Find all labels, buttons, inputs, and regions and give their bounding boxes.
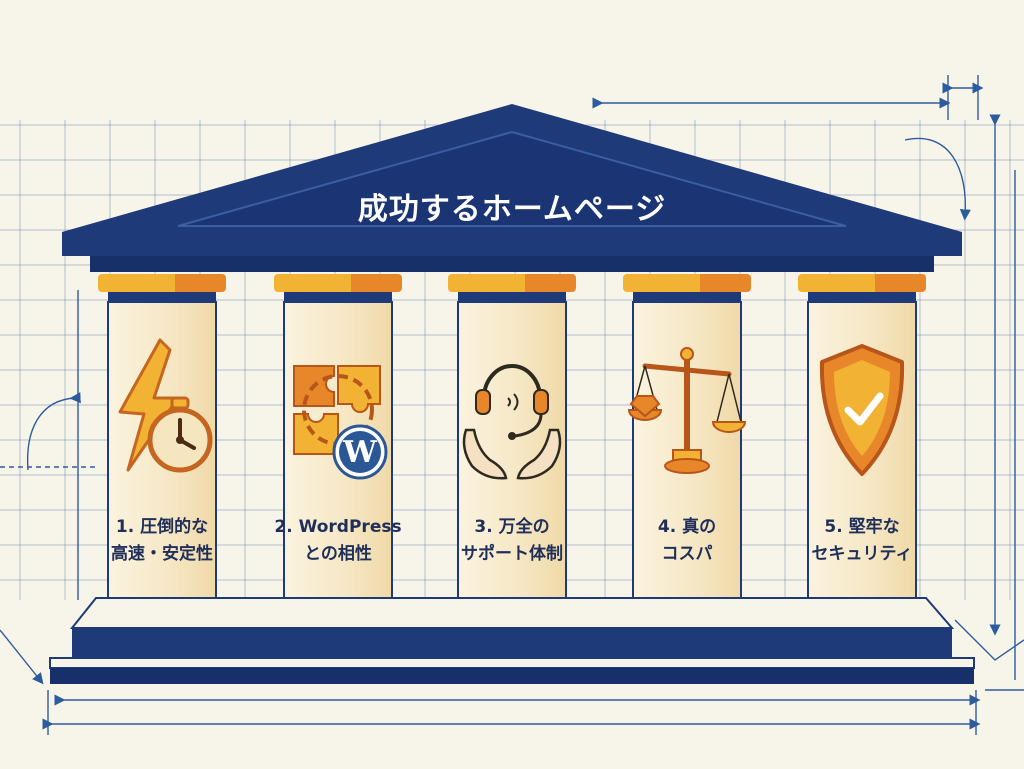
pillar-capital-band (108, 292, 216, 302)
pillar-label-2-line1: 2. WordPress (274, 517, 402, 537)
temple-roof (62, 104, 962, 272)
shield-check-icon (819, 344, 905, 476)
balance-scale-gem-icon (627, 347, 747, 474)
svg-text:W: W (342, 435, 378, 470)
pillar-label-5-line2: セキュリティ (811, 544, 913, 564)
pillars (97, 274, 927, 621)
temple-base (49, 597, 975, 684)
temple-title: 成功するホームページ (357, 192, 667, 227)
pillar-capital-band (808, 292, 916, 302)
pillar-capital (798, 274, 926, 292)
dimension-lines (0, 75, 1024, 735)
pillar-capital (98, 274, 226, 292)
pillar-label-2: 2. WordPress との相性 (263, 514, 413, 568)
pillar-label-5: 5. 堅牢な セキュリティ (787, 514, 937, 568)
pillar-capital (448, 274, 576, 292)
pillar-label-3-line2: サポート体制 (461, 544, 563, 564)
pillar-label-1: 1. 圧倒的な 高速・安定性 (87, 514, 237, 568)
pillar-label-1-line1: 1. 圧倒的な (115, 517, 209, 537)
pillar-label-1-line2: 高速・安定性 (111, 544, 213, 564)
pillar-label-2-line2: との相性 (304, 544, 372, 564)
pillar-label-4-line1: 4. 真の (657, 517, 717, 537)
pillar-label-5-line1: 5. 堅牢な (824, 517, 900, 537)
pillar-capital (623, 274, 751, 292)
pillar-capital (274, 274, 402, 292)
pillar-label-4: 4. 真の コスパ (612, 514, 762, 568)
pillar-capital-band (284, 292, 392, 302)
pillar-label-3-line1: 3. 万全の (474, 517, 550, 537)
pillar-capital-band (633, 292, 741, 302)
headset-hands-icon (462, 364, 562, 480)
pillar-capital-band (458, 292, 566, 302)
puzzle-gear-wordpress-icon: W (293, 365, 388, 480)
lightning-stopwatch-icon (118, 338, 213, 473)
pillar-label-4-line2: コスパ (661, 544, 713, 564)
pillar-label-3: 3. 万全の サポート体制 (437, 514, 587, 568)
